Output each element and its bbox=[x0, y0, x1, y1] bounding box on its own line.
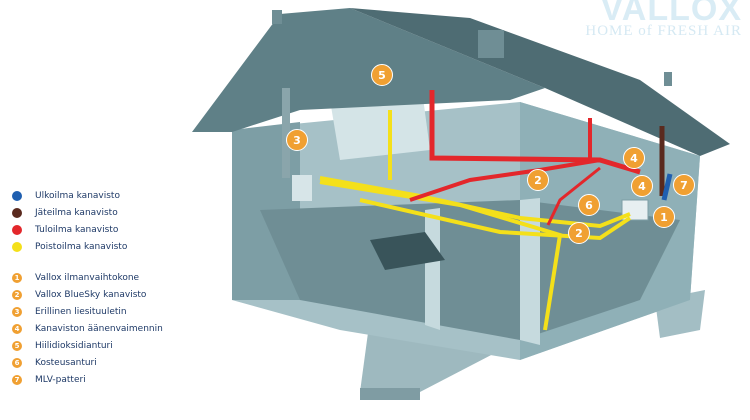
legend-label: Jäteilma kanavisto bbox=[35, 208, 118, 218]
legend-label: Tuloilma kanavisto bbox=[35, 225, 118, 235]
duct-legend: Ulkoilma kanavisto Jäteilma kanavisto Tu… bbox=[12, 187, 127, 255]
callout-number: 6 bbox=[578, 194, 600, 216]
callout-number: 1 bbox=[653, 206, 675, 228]
callout-number: 5 bbox=[371, 64, 393, 86]
component-number: 1 bbox=[12, 273, 22, 283]
component-number: 5 bbox=[12, 341, 22, 351]
callout-number: 3 bbox=[286, 129, 308, 151]
component-number: 7 bbox=[12, 375, 22, 385]
legend-item-component: 2 Vallox BlueSky kanavisto bbox=[12, 286, 163, 303]
legend-label: MLV-patteri bbox=[35, 375, 86, 385]
callout-co2-sensor: 5 bbox=[371, 64, 393, 86]
callout-mlv-radiator: 7 bbox=[673, 174, 695, 196]
legend-item-exhaust-air: Poistoilma kanavisto bbox=[12, 238, 127, 255]
component-number: 6 bbox=[12, 358, 22, 368]
legend-item-outdoor-air: Ulkoilma kanavisto bbox=[12, 187, 127, 204]
legend-label: Erillinen liesituuletin bbox=[35, 307, 127, 317]
legend-label: Poistoilma kanavisto bbox=[35, 242, 127, 252]
callout-silencer: 4 bbox=[623, 147, 645, 169]
legend-item-component: 6 Kosteusanturi bbox=[12, 354, 163, 371]
chimney bbox=[478, 30, 504, 58]
callout-number: 2 bbox=[568, 222, 590, 244]
supply-air-swatch bbox=[12, 225, 22, 235]
stove-hood bbox=[292, 175, 312, 201]
component-number: 4 bbox=[12, 324, 22, 334]
callout-stove-hood: 3 bbox=[286, 129, 308, 151]
legend-label: Kosteusanturi bbox=[35, 358, 97, 368]
callout-humidity-sensor: 6 bbox=[578, 194, 600, 216]
legend-item-component: 1 Vallox ilmanvaihtokone bbox=[12, 269, 163, 286]
callout-number: 4 bbox=[623, 147, 645, 169]
waste-air-swatch bbox=[12, 208, 22, 218]
legend-label: Vallox BlueSky kanavisto bbox=[35, 290, 146, 300]
legend-item-supply-air: Tuloilma kanavisto bbox=[12, 221, 127, 238]
callout-number: 2 bbox=[527, 169, 549, 191]
entry-step-edge bbox=[360, 388, 420, 400]
legend-item-waste-air: Jäteilma kanavisto bbox=[12, 204, 127, 221]
callout-bluesky-duct: 2 bbox=[527, 169, 549, 191]
interior-wall bbox=[425, 208, 440, 330]
roof-vent bbox=[664, 72, 672, 86]
legend-label: Hiilidioksidianturi bbox=[35, 341, 113, 351]
callout-silencer: 4 bbox=[631, 175, 653, 197]
callout-ventilation-unit: 1 bbox=[653, 206, 675, 228]
exhaust-air-swatch bbox=[12, 242, 22, 252]
legend-item-component: 3 Erillinen liesituuletin bbox=[12, 303, 163, 320]
roof-vent bbox=[272, 10, 282, 24]
component-number: 3 bbox=[12, 307, 22, 317]
component-number: 2 bbox=[12, 290, 22, 300]
callout-number: 7 bbox=[673, 174, 695, 196]
outdoor-air-swatch bbox=[12, 191, 22, 201]
legend-item-component: 7 MLV-patteri bbox=[12, 371, 163, 388]
legend-item-component: 5 Hiilidioksidianturi bbox=[12, 337, 163, 354]
callout-bluesky-duct: 2 bbox=[568, 222, 590, 244]
legend-label: Ulkoilma kanavisto bbox=[35, 191, 120, 201]
callout-number: 4 bbox=[631, 175, 653, 197]
component-legend: 1 Vallox ilmanvaihtokone 2 Vallox BlueSk… bbox=[12, 269, 163, 388]
legend-label: Vallox ilmanvaihtokone bbox=[35, 273, 139, 283]
legend-item-component: 4 Kanaviston äänenvaimennin bbox=[12, 320, 163, 337]
legend-label: Kanaviston äänenvaimennin bbox=[35, 324, 163, 334]
